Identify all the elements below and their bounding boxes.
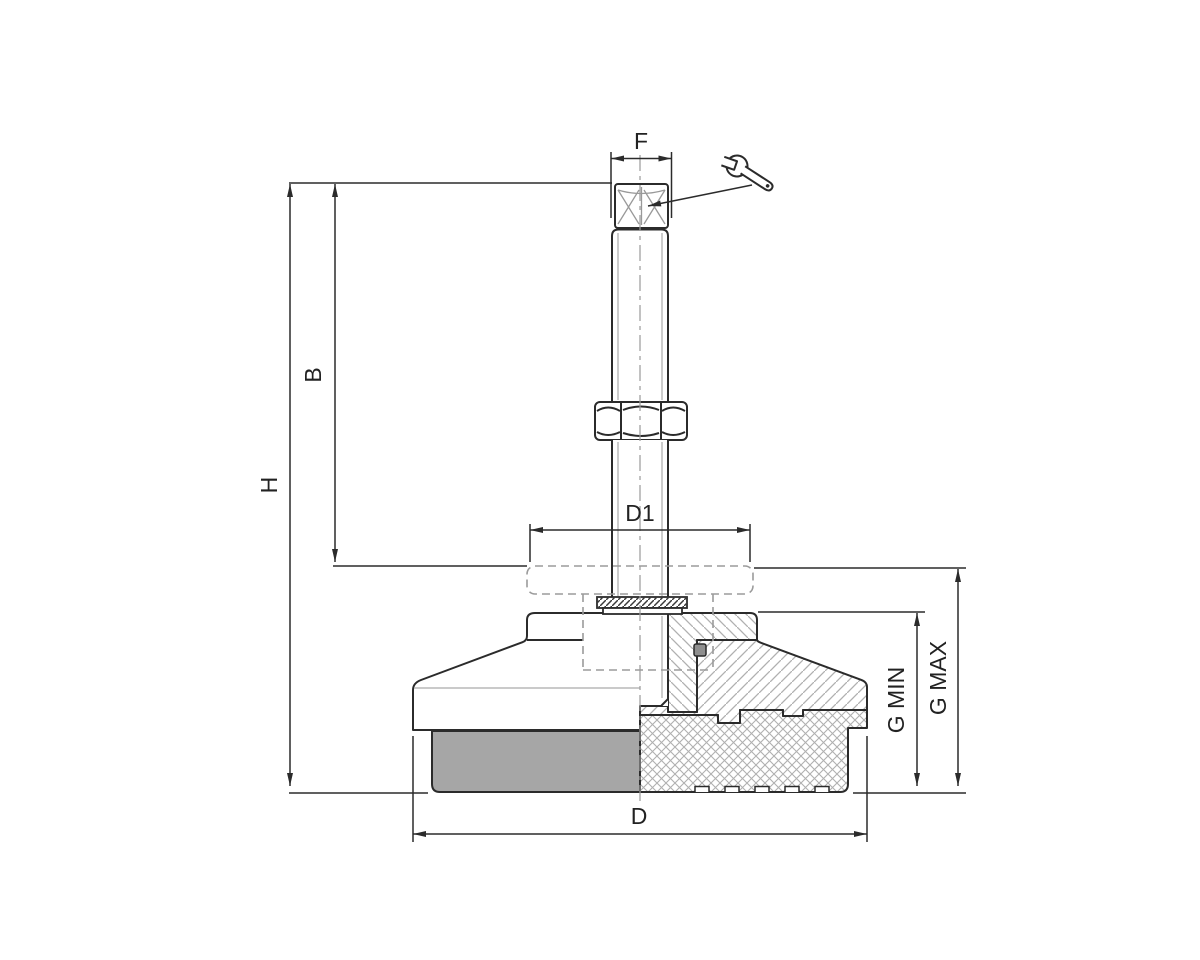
- dimension-g-min: G MIN: [758, 611, 925, 786]
- dimension-f: F: [610, 128, 673, 218]
- bolt-in-section: [640, 614, 669, 707]
- dim-label-g-max: G MAX: [925, 641, 951, 715]
- phantom-plate-outline: [526, 565, 754, 671]
- wrench-callout: [647, 154, 774, 207]
- dim-label-d: D: [631, 803, 648, 829]
- dimension-h: H: [256, 184, 428, 794]
- hex-nut: [594, 401, 688, 441]
- nut-chamfer-arcs: [596, 405, 686, 437]
- top-plate-bushing-section: [667, 612, 758, 713]
- washer: [596, 596, 688, 609]
- dim-label-d1: D1: [625, 500, 654, 526]
- support-plate: [602, 607, 683, 615]
- locking-pin: [693, 643, 707, 657]
- rubber-pad-section: [639, 709, 868, 793]
- dim-label-b: B: [300, 367, 326, 382]
- foot-body-outline: [412, 612, 640, 731]
- dim-label-h: H: [256, 477, 282, 494]
- pad-bottom-notches: [694, 785, 830, 792]
- adjustment-cap: [614, 183, 669, 229]
- cap-knurl-pattern: [617, 187, 666, 225]
- foot-body-section: [639, 612, 868, 793]
- foot-body-view: [412, 612, 641, 793]
- dim-label-f: F: [634, 128, 648, 154]
- dimension-d1: D1: [529, 500, 751, 562]
- rubber-pad-view: [431, 730, 641, 793]
- stud-assembly: [594, 183, 688, 615]
- dim-label-g-min: G MIN: [883, 667, 909, 733]
- dimensions: H B F D1 D G MIN: [256, 128, 966, 842]
- dimension-b: B: [300, 184, 527, 567]
- wrench-icon: [721, 154, 774, 192]
- dimension-d: D: [412, 736, 868, 842]
- leader-line: [647, 184, 753, 207]
- dimension-g-max: G MAX: [754, 567, 966, 786]
